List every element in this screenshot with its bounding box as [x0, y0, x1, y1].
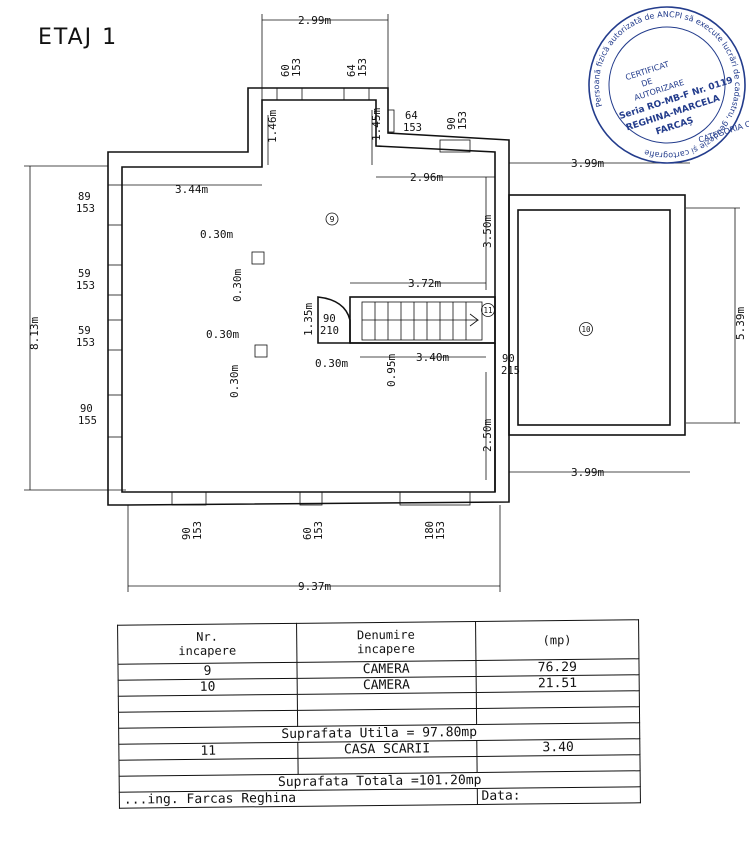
authorization-stamp: Persoană fizică autorizată de ANCPI să e…	[572, 0, 749, 180]
row-nr	[118, 758, 298, 777]
dim-stair-length: 3.72m	[408, 277, 441, 290]
opening-labels: 60 153 64 153 64 153 90 153 89 153 59 15…	[76, 58, 520, 540]
footer-author: ...ing. Farcas Reghina	[119, 788, 478, 809]
room-11-marker: 11	[483, 306, 492, 315]
opening-door-right-h: 215	[501, 365, 520, 377]
opening-bottom-2-w: 60	[302, 527, 314, 540]
row-name	[297, 708, 477, 727]
dim-left-section: 3.44m	[175, 183, 208, 196]
dim-column-4: 0.30m	[228, 365, 241, 398]
opening-bottom-1-w: 90	[181, 527, 193, 540]
opening-top-1-h: 153	[291, 58, 303, 77]
opening-left-4-w: 90	[80, 403, 93, 415]
opening-top-3-h: 153	[403, 122, 422, 134]
dim-annex-height: 5.39m	[734, 307, 747, 340]
stamp-line-2: DE	[640, 77, 653, 89]
dim-column-2: 0.30m	[231, 269, 244, 302]
row-area	[476, 754, 641, 773]
row-area	[476, 706, 640, 725]
row-nr: 10	[118, 678, 298, 697]
staircase	[317, 296, 496, 492]
opening-door-stair-w: 90	[323, 313, 336, 325]
row-area	[475, 690, 640, 709]
dim-stair-width: 1.35m	[302, 303, 315, 336]
rooms-table: Nr. incapere Denumire incapere (mp) 9 CA…	[117, 619, 641, 809]
opening-top-1-w: 60	[280, 64, 292, 77]
opening-left-2-w: 59	[78, 268, 91, 280]
dim-total-width: 9.37m	[298, 580, 331, 593]
row-area: 21.51	[475, 674, 640, 693]
stair-area: 3.40	[476, 738, 640, 757]
stair-name: CASA SCARII	[297, 740, 477, 759]
footer-date: Data:	[476, 786, 641, 805]
dim-column-1: 0.30m	[200, 228, 233, 241]
plan-title: ETAJ 1	[38, 25, 118, 50]
opening-top-4-w: 90	[446, 117, 458, 130]
dimension-lines	[24, 14, 740, 592]
opening-bottom-2-h: 153	[313, 521, 325, 540]
dim-lower-height: 2.50m	[481, 419, 494, 452]
opening-door-stair-h: 210	[320, 325, 339, 337]
header-area: (mp)	[475, 619, 639, 661]
column-lower	[254, 344, 268, 358]
stair-nr: 11	[118, 742, 298, 761]
row-name: CAMERA	[296, 676, 476, 695]
row-name: CAMERA	[296, 660, 476, 679]
room-9-marker: 9	[330, 215, 335, 224]
room-10-marker: 10	[581, 325, 591, 334]
opening-left-3-h: 153	[76, 337, 95, 349]
dim-stair-gap: 0.95m	[385, 354, 398, 387]
opening-left-2-h: 153	[76, 280, 95, 292]
row-nr: 9	[117, 662, 297, 681]
opening-top-3-w: 64	[405, 110, 418, 122]
dim-right-section: 2.96m	[410, 171, 443, 184]
dim-right-notch: 1.45m	[370, 108, 383, 141]
opening-left-1-h: 153	[76, 203, 95, 215]
opening-door-right-w: 90	[502, 353, 515, 365]
dim-annex-top: 3.99m	[571, 157, 604, 170]
dim-annex-bottom: 3.99m	[571, 466, 604, 479]
dim-column-3: 0.30m	[206, 328, 239, 341]
opening-top-2-w: 64	[346, 64, 358, 77]
row-nr	[118, 710, 298, 729]
dim-upper-height: 3.50m	[481, 215, 494, 248]
opening-left-3-w: 59	[78, 325, 91, 337]
header-name: Denumire incapere	[296, 621, 476, 663]
room-markers: 9 10 11	[325, 212, 593, 336]
dim-left-notch: 1.46m	[266, 110, 279, 143]
row-nr	[118, 694, 298, 713]
table-header-row: Nr. incapere Denumire incapere (mp)	[117, 619, 639, 665]
dim-total-height: 8.13m	[28, 317, 41, 350]
row-area: 76.29	[475, 658, 640, 677]
opening-bottom-1-h: 153	[192, 521, 204, 540]
opening-left-4-h: 155	[78, 415, 97, 427]
dim-lower-wall: 3.40m	[416, 351, 449, 364]
opening-bottom-3-h: 153	[435, 521, 447, 540]
opening-top-2-h: 153	[357, 58, 369, 77]
opening-top-4-h: 153	[457, 111, 469, 130]
dim-stair-offset: 0.30m	[315, 357, 348, 370]
opening-bottom-3-w: 180	[424, 521, 436, 540]
row-name	[297, 692, 477, 711]
dim-top-width: 2.99m	[298, 14, 331, 27]
opening-left-1-w: 89	[78, 191, 91, 203]
header-nr: Nr. incapere	[117, 623, 297, 665]
wall-openings	[107, 87, 471, 506]
column-upper	[251, 251, 265, 265]
row-name	[297, 756, 477, 775]
